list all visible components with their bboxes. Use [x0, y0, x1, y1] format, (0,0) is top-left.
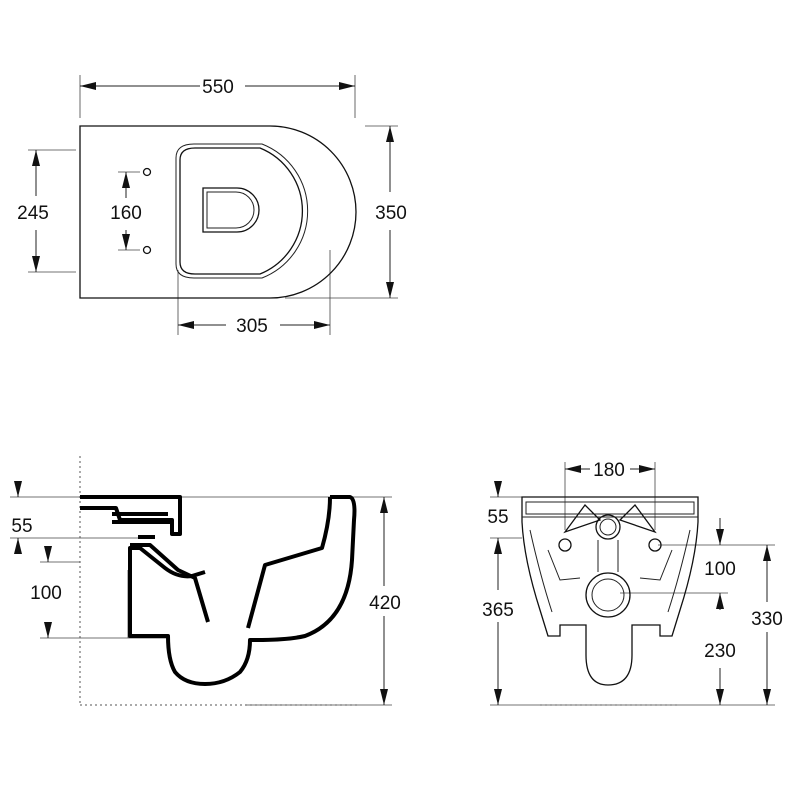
- rear-outline: [521, 496, 699, 686]
- dim-overall-width: 350: [375, 203, 407, 224]
- side-view: [10, 456, 392, 706]
- fixing-hole-icon: [558, 538, 572, 552]
- top-view: 550 350 245 160 305: [17, 75, 407, 337]
- rear-view: [490, 462, 775, 706]
- inlet-icon: [595, 514, 621, 540]
- fixing-hole-icon: [648, 538, 662, 552]
- waste-outlet: [202, 187, 260, 233]
- side-outline: [80, 495, 182, 536]
- bowl-rim: [179, 147, 304, 275]
- side-dims: 55 100 420: [11, 481, 401, 705]
- dim-bowl-length: 305: [236, 316, 268, 337]
- dim-inlet-offset: 100: [30, 583, 62, 604]
- dim-rear-total-height: 365: [482, 600, 514, 621]
- dim-total-height: 420: [369, 593, 401, 614]
- dim-fixing-spacing: 160: [110, 203, 142, 224]
- outlet-icon: [585, 572, 631, 618]
- dim-overall-length: 550: [202, 77, 234, 98]
- dim-fixing-height: 245: [17, 203, 49, 224]
- bowl-profile: [128, 495, 357, 686]
- fixing-hole-icon: [142, 167, 152, 177]
- rear-dims: 180 55 365 100 230 330: [482, 460, 783, 705]
- dim-bolt-spacing: 180: [593, 460, 625, 481]
- fixing-hole-icon: [142, 245, 152, 255]
- dim-outlet-height: 230: [704, 641, 736, 662]
- dim-fixing-height-rear: 330: [751, 609, 783, 630]
- dim-rear-top-offset: 55: [487, 507, 508, 528]
- top-outline: [79, 125, 357, 299]
- dim-side-top-offset: 55: [11, 516, 32, 537]
- dim-fixing-to-outlet: 100: [704, 559, 736, 580]
